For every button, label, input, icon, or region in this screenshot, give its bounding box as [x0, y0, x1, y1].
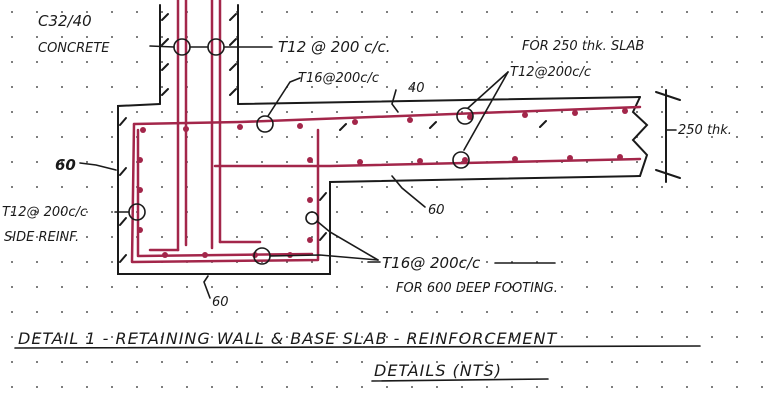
concrete-outline — [117, 4, 681, 275]
side-bars-label: T12@ 200c/c — [2, 205, 87, 220]
leader-lines — [14, 38, 701, 382]
cover-60-left-label: 60 — [55, 156, 76, 174]
cover-40-label: 40 — [408, 81, 425, 96]
side-reinf-label: SIDE REINF. — [4, 230, 79, 245]
footing-bars-label: T16@ 200c/c — [382, 254, 481, 272]
concrete-word-label: CONCRETE — [38, 41, 110, 56]
title-line-1: DETAIL 1 - RETAINING WALL & BASE SLAB - … — [18, 329, 558, 348]
rebar-dots — [137, 108, 628, 258]
cover-60-bottom-label: 60 — [212, 295, 229, 310]
concrete-grade-label: C32/40 — [38, 12, 92, 30]
wall-bars-label: T12 @ 200 c/c. — [278, 38, 391, 56]
title-line-2: DETAILS (NTS) — [374, 361, 502, 380]
footing-note-label: FOR 600 DEEP FOOTING. — [396, 281, 558, 296]
cover-60-mid-label: 60 — [428, 203, 445, 218]
wall-inner-bars-label: T16@200c/c — [298, 71, 379, 86]
slab-note-label: FOR 250 thk. SLAB — [522, 39, 644, 54]
slab-bars-label: T12@200c/c — [510, 65, 591, 80]
slab-thickness-label: 250 thk. — [678, 123, 732, 138]
